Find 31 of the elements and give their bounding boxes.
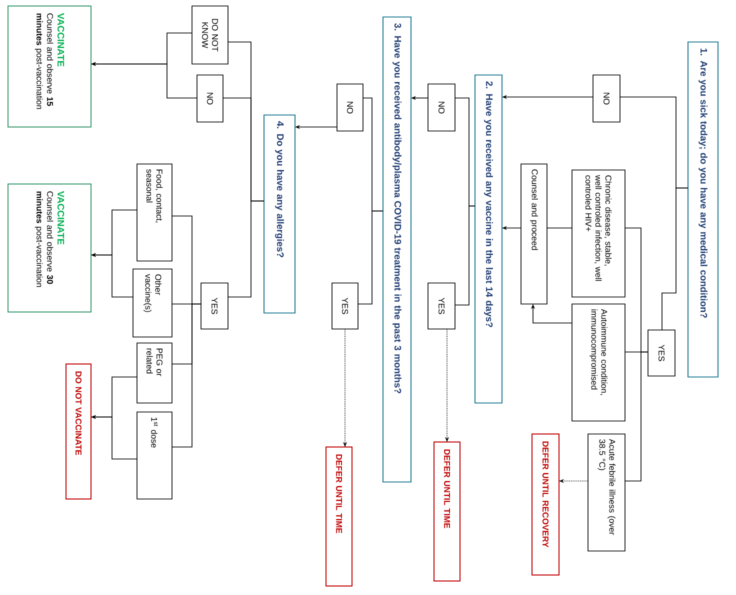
action-box: Counsel and proceed [520, 164, 548, 304]
condition-box: PEG or related [136, 342, 172, 404]
outcome-box: DEFER UNTIL RECOVERY [532, 434, 560, 576]
option-box: YES [428, 282, 456, 330]
condition-box: Other vaccine(s) [132, 268, 172, 338]
option-box: DO NOT KNOW [192, 6, 228, 64]
connector-line [172, 304, 202, 448]
condition-box: Chronic disease, stable, well controled infection, well controled HIV+ [572, 170, 626, 298]
option-box: NO [592, 74, 620, 122]
outcome-box: DO NOT VACCINATE [66, 364, 92, 500]
outcome-box: DEFER UNTIL TIME [326, 446, 352, 586]
question-box: 1. Are you sick today; do you have any medical condition? [687, 41, 719, 378]
question-box: 3. Have you received antibody/plasma COVID-19 treatment in the past 3 months? [382, 16, 412, 483]
option-box: YES [648, 330, 676, 376]
outcome-box: DEFER UNTIL TIME [434, 442, 460, 582]
condition-box: Autoimmune condition, immunocompromised [572, 304, 626, 422]
condition-box: Food, contact, seasonal [136, 164, 172, 262]
connector-line [662, 188, 688, 330]
connector-line [228, 200, 264, 298]
question-box: 2. Have you received any vaccine in the last 14 days? [474, 74, 503, 404]
option-box: NO [428, 84, 456, 132]
condition-box: 1$^{st}$ dose [136, 412, 172, 500]
option-box: NO [336, 84, 364, 132]
condition-box: Acute febrile illness (over 38.5 °C) [588, 434, 626, 552]
option-box: YES [200, 282, 228, 330]
option-box: YES [332, 282, 358, 330]
option-box: NO [196, 74, 224, 122]
question-box: 4. Do you have any allergies? [263, 114, 296, 314]
connector-line [624, 352, 648, 482]
connector-line [454, 206, 476, 306]
connector-line [358, 210, 384, 304]
